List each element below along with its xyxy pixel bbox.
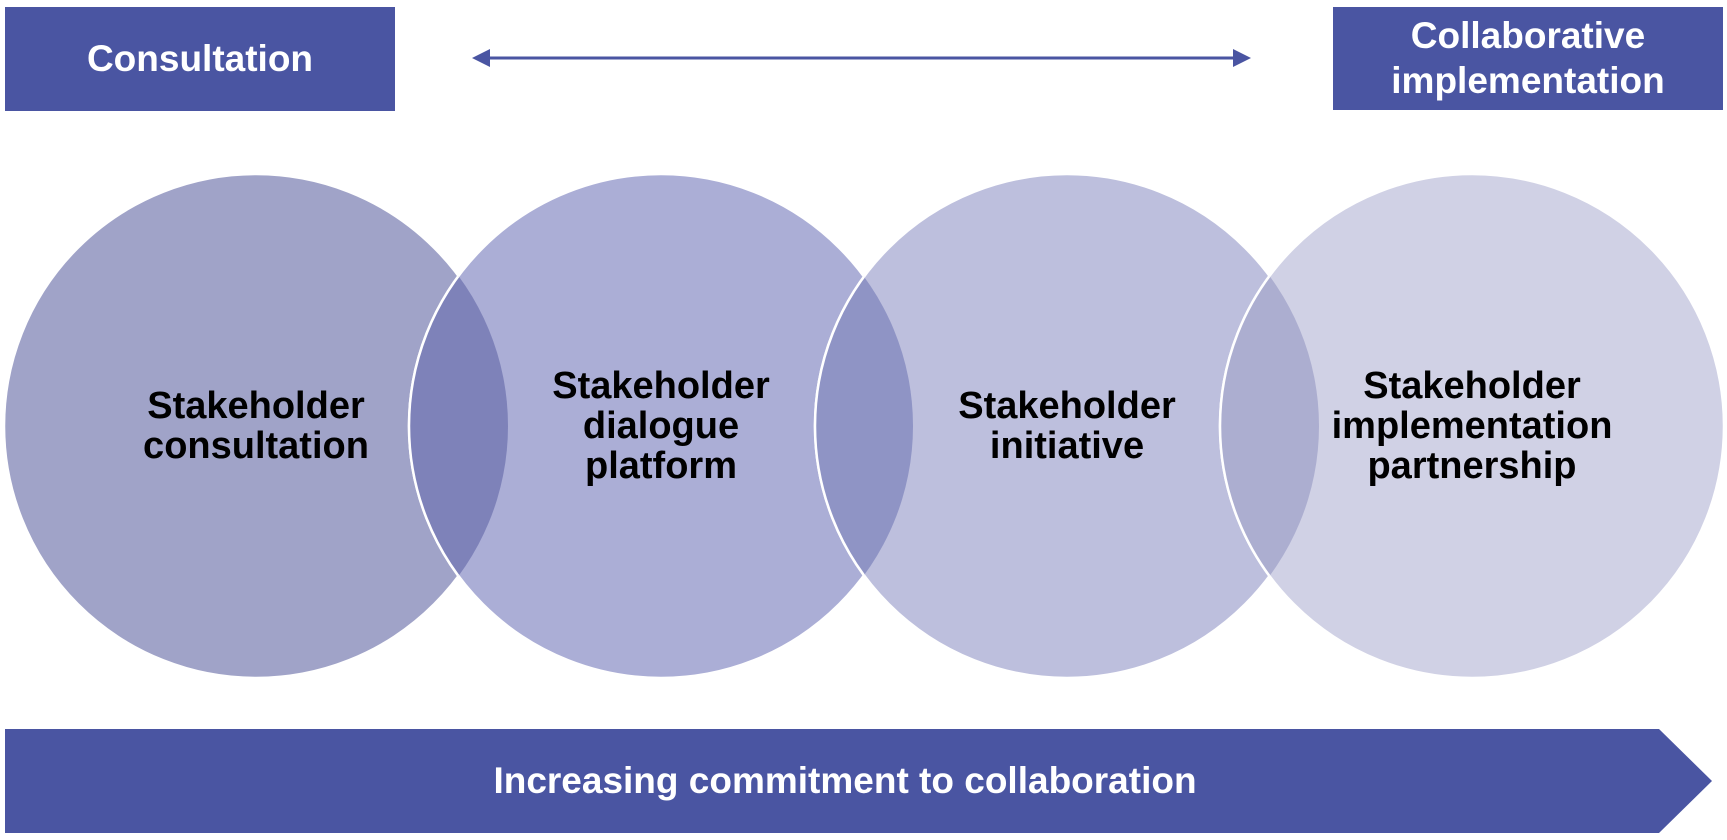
overlap-lens-1 <box>407 174 508 678</box>
overlap-lens-2 <box>813 174 913 678</box>
consultation-box: Consultation <box>5 7 395 111</box>
circle-label-stakeholder-dialogue-platform: Stakeholder dialogue platform <box>552 365 770 487</box>
commitment-banner-label: Increasing commitment to collaboration <box>493 760 1197 801</box>
collaborative-implementation-box: Collaborative implementation <box>1333 7 1723 110</box>
circle-label-stakeholder-initiative: Stakeholder initiative <box>958 385 1176 467</box>
collaborative-implementation-label: Collaborative implementation <box>1391 15 1665 101</box>
overlap-lens-3 <box>1218 174 1319 678</box>
circle-label-stakeholder-consultation: Stakeholder consultation <box>143 385 369 467</box>
double-arrow <box>472 49 1251 67</box>
consultation-label: Consultation <box>86 37 314 79</box>
circle-label-stakeholder-implementation-partnership: Stakeholder implementation partnership <box>1331 365 1613 487</box>
commitment-arrow-banner <box>5 729 1712 833</box>
